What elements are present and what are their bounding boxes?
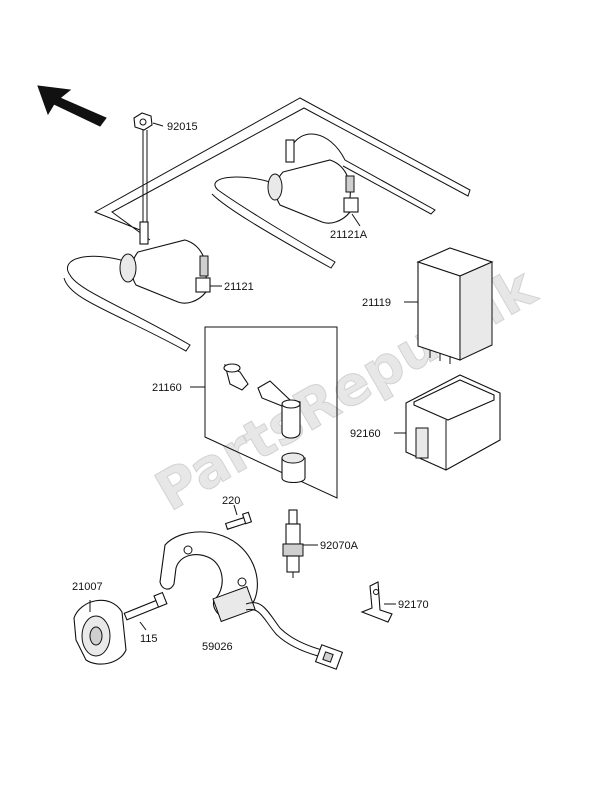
pickup-coil-59026 (159, 531, 344, 670)
ignition-coil-rear (267, 139, 361, 227)
label-92070A: 92070A (320, 540, 359, 552)
label-21160: 21160 (152, 382, 182, 394)
clamp-92170 (360, 581, 396, 623)
label-21121: 21121 (224, 281, 254, 293)
label-21007: 21007 (72, 581, 103, 593)
bolt-220 (224, 504, 253, 530)
label-92170: 92170 (398, 599, 429, 611)
front-arrow-icon (37, 85, 107, 127)
label-220: 220 (222, 495, 240, 507)
label-59026: 59026 (202, 641, 233, 653)
ignition-coil-front (119, 221, 222, 304)
nut-92015 (133, 112, 164, 222)
ignition-leads (63, 97, 471, 352)
rotor-21007 (73, 599, 127, 665)
label-115: 115 (140, 633, 158, 645)
spark-plug-92070A (282, 509, 318, 578)
bolt-115 (123, 591, 168, 631)
cap-kit-21160 (190, 326, 338, 499)
label-21119: 21119 (362, 297, 391, 309)
label-92015: 92015 (167, 121, 198, 133)
label-21121A: 21121A (330, 229, 368, 241)
label-92160: 92160 (350, 428, 381, 440)
ignitor-21119 (404, 247, 494, 364)
bracket-92160 (394, 374, 501, 471)
